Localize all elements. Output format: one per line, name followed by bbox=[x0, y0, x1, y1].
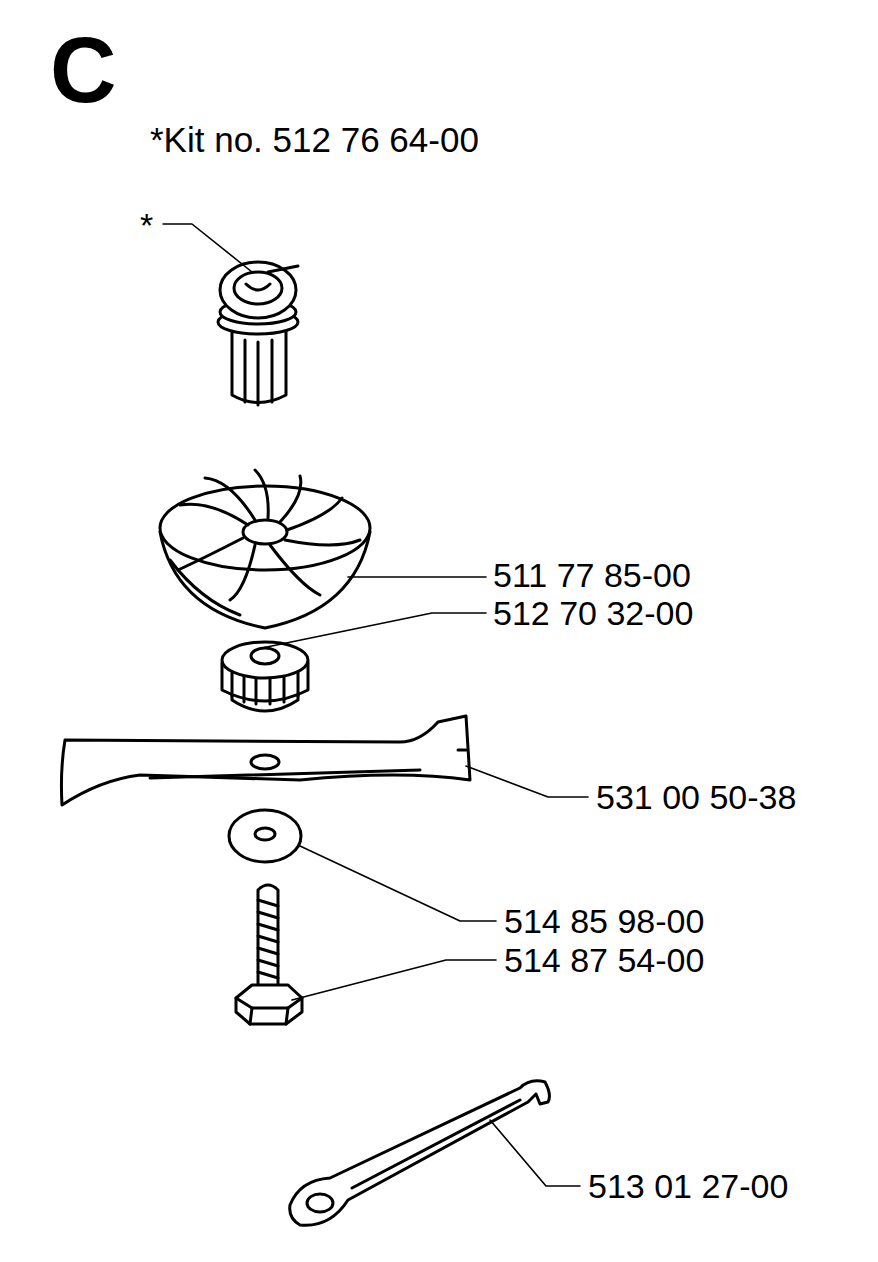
kit-part bbox=[218, 262, 298, 405]
fan-impeller bbox=[160, 470, 370, 628]
part-number: 511 77 85-00 bbox=[493, 558, 691, 592]
part-number: 531 00 50-38 bbox=[596, 780, 796, 814]
kit-marker: * bbox=[140, 208, 153, 242]
part-number: 512 70 32-00 bbox=[493, 596, 693, 630]
part-number: 514 87 54-00 bbox=[504, 943, 704, 977]
part-number: 514 85 98-00 bbox=[504, 904, 704, 938]
bolt bbox=[236, 885, 302, 1024]
kit-note: *Kit no. 512 76 64-00 bbox=[150, 122, 479, 157]
wrench bbox=[290, 1081, 550, 1225]
blade-hub bbox=[222, 642, 308, 711]
section-letter: C bbox=[50, 24, 116, 116]
mower-blade bbox=[61, 716, 470, 805]
washer bbox=[229, 810, 301, 862]
part-number: 513 01 27-00 bbox=[588, 1169, 788, 1203]
leader-lines bbox=[163, 224, 588, 1186]
